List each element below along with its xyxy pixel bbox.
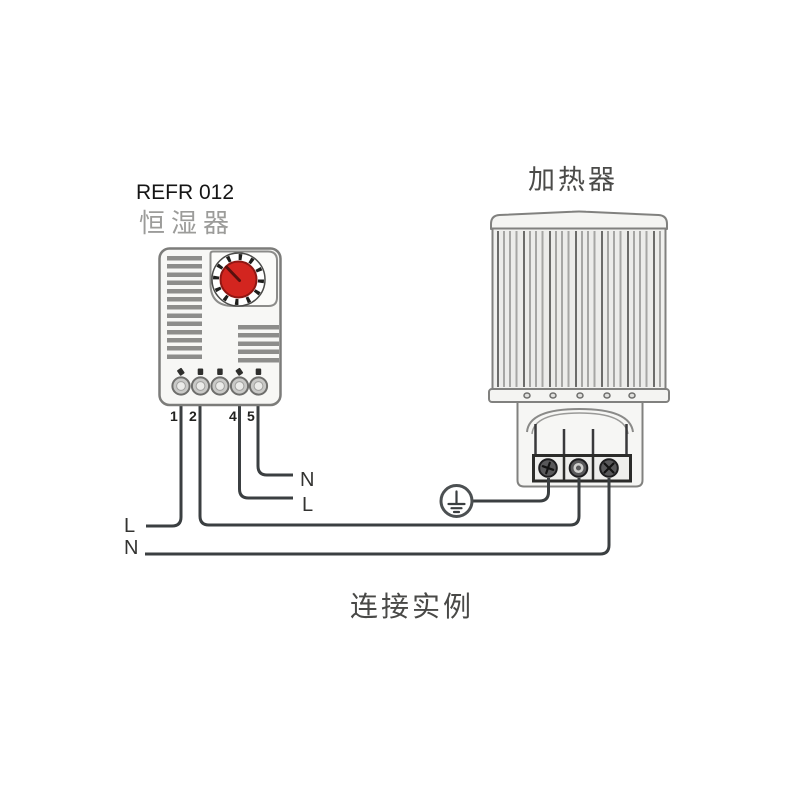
housing-arch-outer <box>526 407 634 433</box>
flange-holes <box>523 392 636 399</box>
hygrostat-terminals <box>171 376 269 396</box>
terminal-number-2: 2 <box>189 408 197 424</box>
heater-top-cap <box>490 210 668 230</box>
hygrostat-terminal-2 <box>190 376 211 396</box>
dial-pointer <box>225 265 241 282</box>
housing-arch-inner <box>531 412 629 435</box>
wire-aux-l <box>238 394 293 500</box>
wires <box>145 394 611 556</box>
hygrostat-vent-slats-right <box>238 325 279 364</box>
wire-aux-n <box>256 394 293 477</box>
terminal-cage-walls <box>534 424 628 457</box>
hygrostat-terminal-5 <box>248 376 269 396</box>
wire-ground <box>472 480 550 503</box>
wire-label-aux-l: L <box>302 494 314 516</box>
terminal-number-1: 1 <box>170 408 178 424</box>
hygrostat-terminal-3 <box>210 376 230 396</box>
heater-fins <box>497 231 661 387</box>
terminal-slot-marks <box>177 367 262 376</box>
terminal-number-5: 5 <box>247 408 255 424</box>
heater-terminal-block <box>532 454 632 483</box>
dial-tick-ring <box>213 254 264 305</box>
wire-label-supply-n: N <box>124 537 139 559</box>
hygrostat-terminal-4 <box>229 376 250 396</box>
hygrostat-model-label: REFR 012 <box>136 181 235 204</box>
diagram-caption: 连接实例 <box>350 591 475 622</box>
wire-live-to-heater <box>198 394 581 527</box>
humidity-dial <box>211 252 266 307</box>
hygrostat-name-label: 恒湿器 <box>139 208 236 238</box>
protective-earth-icon <box>439 484 474 518</box>
wire-supply-n <box>145 480 611 556</box>
wire-supply-l <box>146 394 183 528</box>
wire-label-supply-l: L <box>124 515 136 537</box>
hygrostat-vent-slats-left <box>167 256 202 360</box>
heater-terminal-screw-live <box>568 458 589 478</box>
heater-name-label: 加热器 <box>528 165 618 195</box>
wire-label-aux-n: N <box>300 469 315 491</box>
hygrostat-terminal-1 <box>171 376 191 396</box>
terminal-number-4: 4 <box>229 408 237 424</box>
